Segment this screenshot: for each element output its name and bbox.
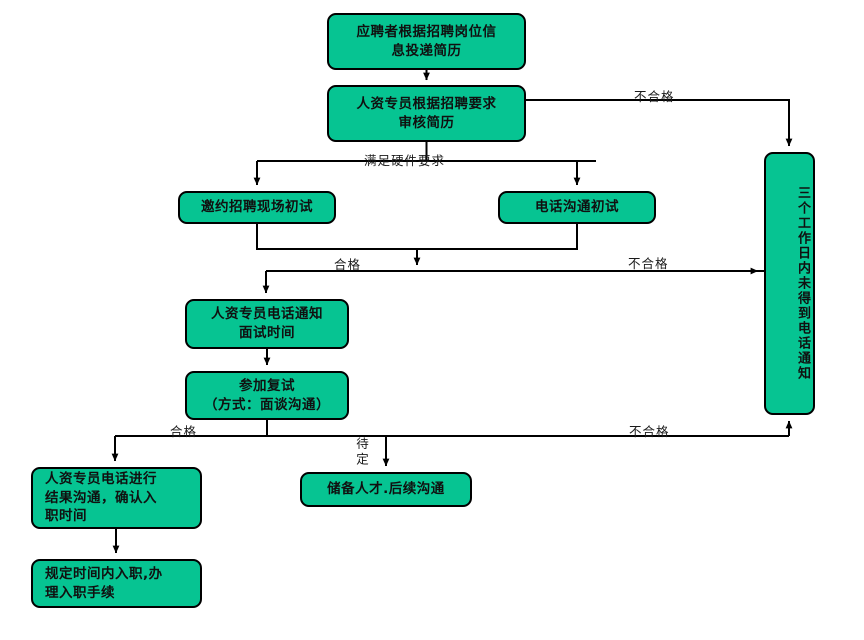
edge-label-first-interview-fail: 不合格 [628, 256, 669, 271]
edge-label-second-interview-pass: 合格 [170, 424, 198, 439]
node-onboard-procedures[interactable]: 规定时间内入职,办 理入职手续 [31, 559, 202, 608]
node-hr-review-resume[interactable]: 人资专员根据招聘要求 审核简历 [327, 85, 526, 142]
node-second-interview[interactable]: 参加复试 （方式：面谈沟通） [185, 371, 349, 420]
node-no-call-within-three-workdays[interactable]: 三个工作日内未得到电话通知 [764, 152, 815, 415]
node-hr-result-call-confirm-onboard[interactable]: 人资专员电话进行 结果沟通，确认入 职时间 [31, 467, 202, 529]
connector-onsite-to-merge [256, 224, 578, 250]
node-talent-pool-followup[interactable]: 储备人才.后续沟通 [300, 472, 472, 507]
connector-screen-fail-to-no-response-box [526, 99, 793, 147]
node-hr-notify-interview-time[interactable]: 人资专员电话通知 面试时间 [185, 299, 349, 349]
edge-label-screen-fail: 不合格 [634, 89, 675, 104]
edge-label-second-interview-pending: 待定 [354, 437, 369, 468]
node-candidate-submit-resume[interactable]: 应聘者根据招聘岗位信 息投递简历 [327, 13, 526, 70]
node-phone-first-interview[interactable]: 电话沟通初试 [498, 191, 656, 224]
node-onsite-first-interview[interactable]: 邀约招聘现场初试 [178, 191, 336, 224]
edge-label-hardware-requirement-met: 满足硬件要求 [364, 153, 446, 168]
edge-label-second-interview-fail: 不合格 [629, 424, 670, 439]
edge-label-first-interview-pass: 合格 [334, 257, 362, 272]
